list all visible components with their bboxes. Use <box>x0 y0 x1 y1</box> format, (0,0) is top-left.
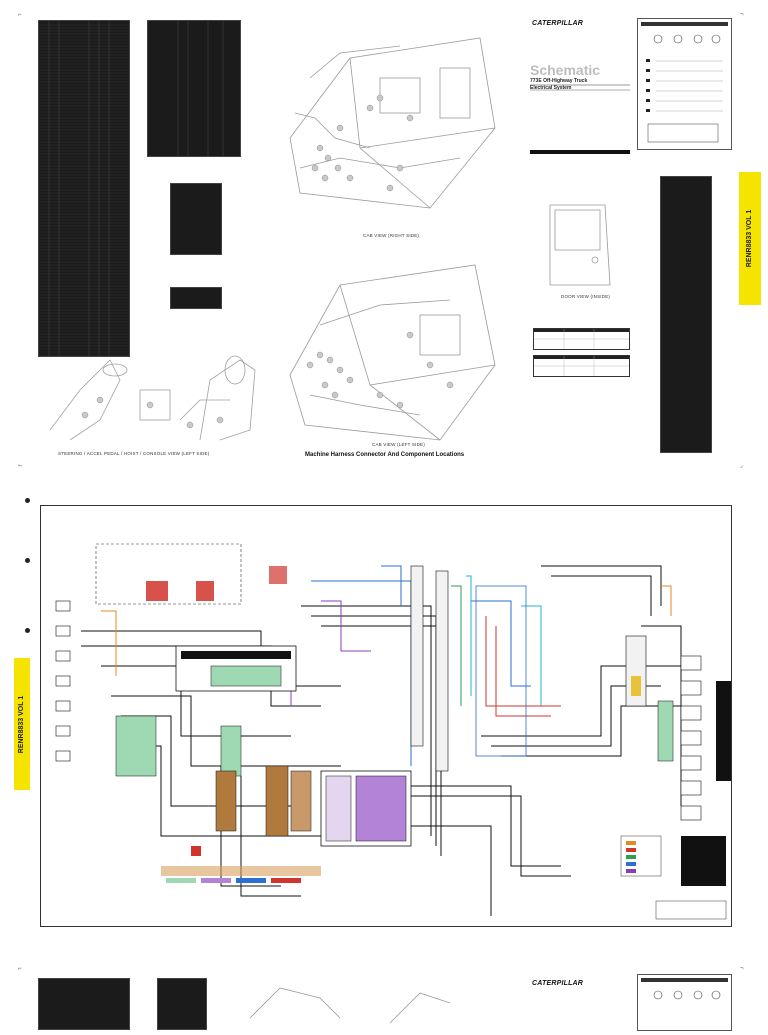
caption-door-inside: DOOR VIEW (INSIDE) <box>561 294 611 299</box>
caption-cab-left: CAB VIEW (LEFT SIDE) <box>372 442 425 447</box>
volume-tab-label: RENR8833 VOL 1 <box>18 695 26 753</box>
volume-tab-schematic: RENR8833 VOL 1 <box>14 658 30 790</box>
caterpillar-logo: CATERPILLAR <box>532 980 584 987</box>
corner-mark: ⌙ <box>18 463 24 469</box>
title-block-lines <box>530 84 630 91</box>
symbol-legend-box-next <box>637 974 732 1031</box>
schematic-title: Schematic <box>530 62 601 78</box>
door-view-drawing <box>549 204 611 286</box>
component-table-mini <box>170 287 222 309</box>
caption-cab-right: CAB VIEW (RIGHT SIDE) <box>363 233 420 238</box>
schematic-subtitle-2: Electrical System <box>530 85 572 91</box>
symbol-legend-box <box>637 18 732 150</box>
registration-dot <box>25 558 30 563</box>
steering-console-drawing <box>49 355 256 441</box>
cab-left-drawing <box>289 264 496 441</box>
corner-mark: ¬ <box>740 966 744 972</box>
component-table-small <box>170 183 222 255</box>
connector-table-left-next <box>38 978 130 1030</box>
wire-table-b <box>533 355 630 377</box>
table-grid <box>39 21 129 356</box>
connector-table-right <box>660 176 712 453</box>
schematic-sheet: RENR8833 VOL 1 <box>0 480 768 950</box>
caption-steering-view: STEERING / ACCEL PEDAL / HOIST / CONSOLE… <box>58 451 210 456</box>
schematic-subtitle-1: 773E Off-Highway Truck <box>530 78 588 84</box>
volume-tab-label: RENR8833 VOL 1 <box>746 209 754 268</box>
top-sheet: ⌐ ¬ <box>0 0 768 470</box>
cab-right-drawing <box>289 37 496 209</box>
registration-dot <box>25 628 30 633</box>
connector-table-center-next <box>157 978 207 1030</box>
schematic-frame <box>40 505 732 927</box>
bottom-sheet: ⌐ ¬ CATERPILLAR <box>0 960 768 1031</box>
corner-mark: ⌟ <box>740 463 743 469</box>
volume-tab-top: RENR8833 VOL 1 <box>739 172 761 305</box>
connector-table-center <box>147 20 241 157</box>
wire-table-a <box>533 328 630 350</box>
section-title: Machine Harness Connector And Component … <box>305 452 465 458</box>
registration-dot <box>25 498 30 503</box>
connector-table-left <box>38 20 130 357</box>
legend-symbols <box>641 22 728 143</box>
table-grid <box>177 21 224 156</box>
corner-mark: ⌐ <box>18 966 22 972</box>
wiring-diagram <box>55 543 731 920</box>
caterpillar-logo: CATERPILLAR <box>532 20 584 27</box>
corner-mark: ¬ <box>740 12 744 18</box>
corner-mark: ⌐ <box>18 12 22 18</box>
cab-drawing-next <box>249 987 451 1024</box>
title-block-bar <box>530 150 630 154</box>
